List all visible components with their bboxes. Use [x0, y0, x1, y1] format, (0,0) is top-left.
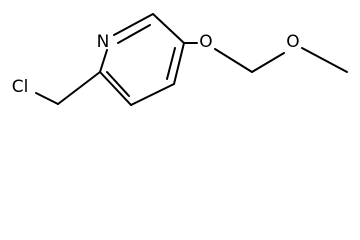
- chloromethyl-group: [35, 71, 101, 105]
- bond-c4-c3: [130, 83, 175, 106]
- atom-ring-oxygen-label: O: [199, 32, 212, 52]
- atom-ether-oxygen-label: O: [286, 32, 299, 52]
- bond-c5-c4: [173, 42, 185, 85]
- bond-c2-n1: [99, 49, 108, 73]
- atom-nitrogen-label: N: [97, 32, 110, 52]
- bond-o-ch3: [301, 47, 348, 73]
- chemical-structure-diagram: N Cl O O: [12, 13, 348, 106]
- bond-c3-c2: [99, 71, 132, 106]
- pyridine-ring: [99, 13, 185, 106]
- bond-c3-c2-inner: [106, 71, 130, 97]
- bond-ch2-o: [251, 52, 285, 73]
- methoxymethoxy-group: [183, 42, 348, 73]
- bond-n1-c6: [113, 13, 154, 36]
- bond-c6-c5: [152, 13, 185, 44]
- bond-o-ch2: [214, 48, 253, 73]
- bond-c2-ch2: [57, 71, 101, 105]
- bond-ch2-cl: [35, 92, 59, 105]
- bond-n1-c6-inner: [117, 24, 151, 44]
- bond-c5-c4-inner: [166, 47, 176, 80]
- atom-chlorine-label: Cl: [12, 77, 29, 97]
